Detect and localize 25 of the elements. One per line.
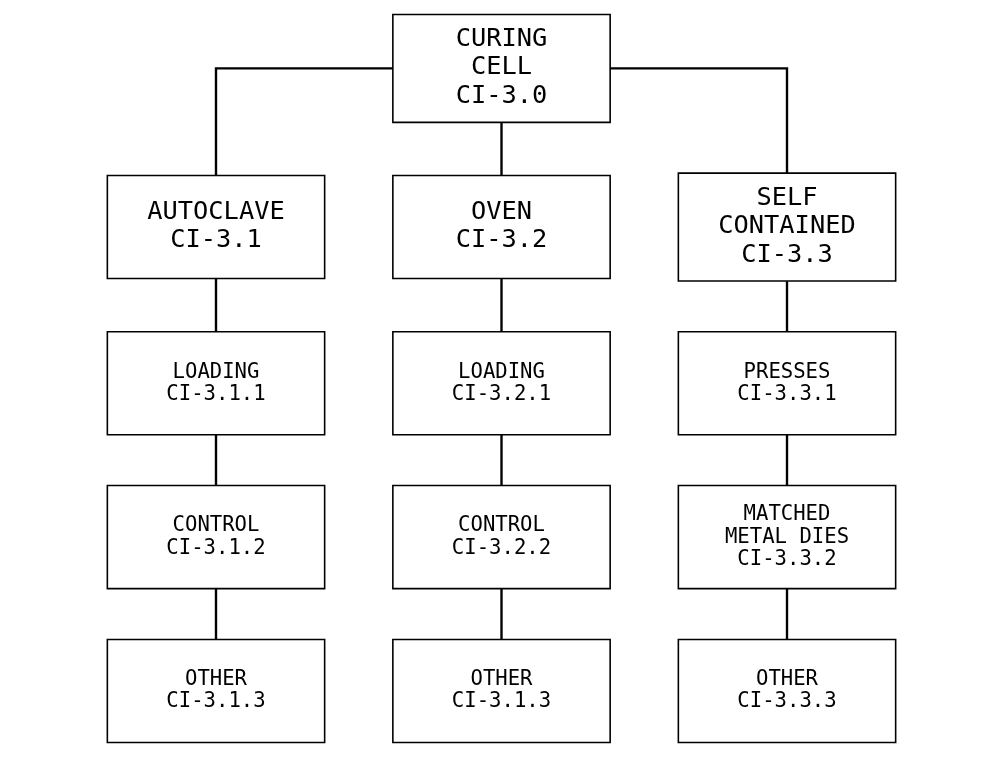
connector <box>214 434 218 486</box>
connector <box>500 588 503 640</box>
node-box: LOADING CI-3.1.1 <box>106 330 326 436</box>
node-box: MATCHED METAL DIES CI-3.3.2 <box>677 484 897 590</box>
connector <box>214 588 218 640</box>
node-box: OTHER CI-3.1.3 <box>392 638 611 744</box>
connector <box>785 588 789 640</box>
connector <box>214 278 218 332</box>
connector <box>500 122 503 176</box>
node-box: AUTOCLAVE CI-3.1 <box>106 174 326 280</box>
node-box: SELF CONTAINED CI-3.3 <box>677 172 897 282</box>
connector <box>610 67 789 173</box>
node-box: CONTROL CI-3.2.2 <box>392 484 611 590</box>
node-box: LOADING CI-3.2.1 <box>392 330 611 436</box>
connector <box>785 281 789 332</box>
connector <box>785 434 789 486</box>
connector <box>500 278 503 332</box>
connector <box>214 67 393 176</box>
node-box: CURING CELL CI-3.0 <box>392 13 611 124</box>
node-box: OVEN CI-3.2 <box>392 174 611 280</box>
node-box: PRESSES CI-3.3.1 <box>677 330 897 436</box>
node-box: OTHER CI-3.3.3 <box>677 638 897 744</box>
connector <box>500 434 503 486</box>
node-box: CONTROL CI-3.1.2 <box>106 484 326 590</box>
node-box: OTHER CI-3.1.3 <box>106 638 326 744</box>
